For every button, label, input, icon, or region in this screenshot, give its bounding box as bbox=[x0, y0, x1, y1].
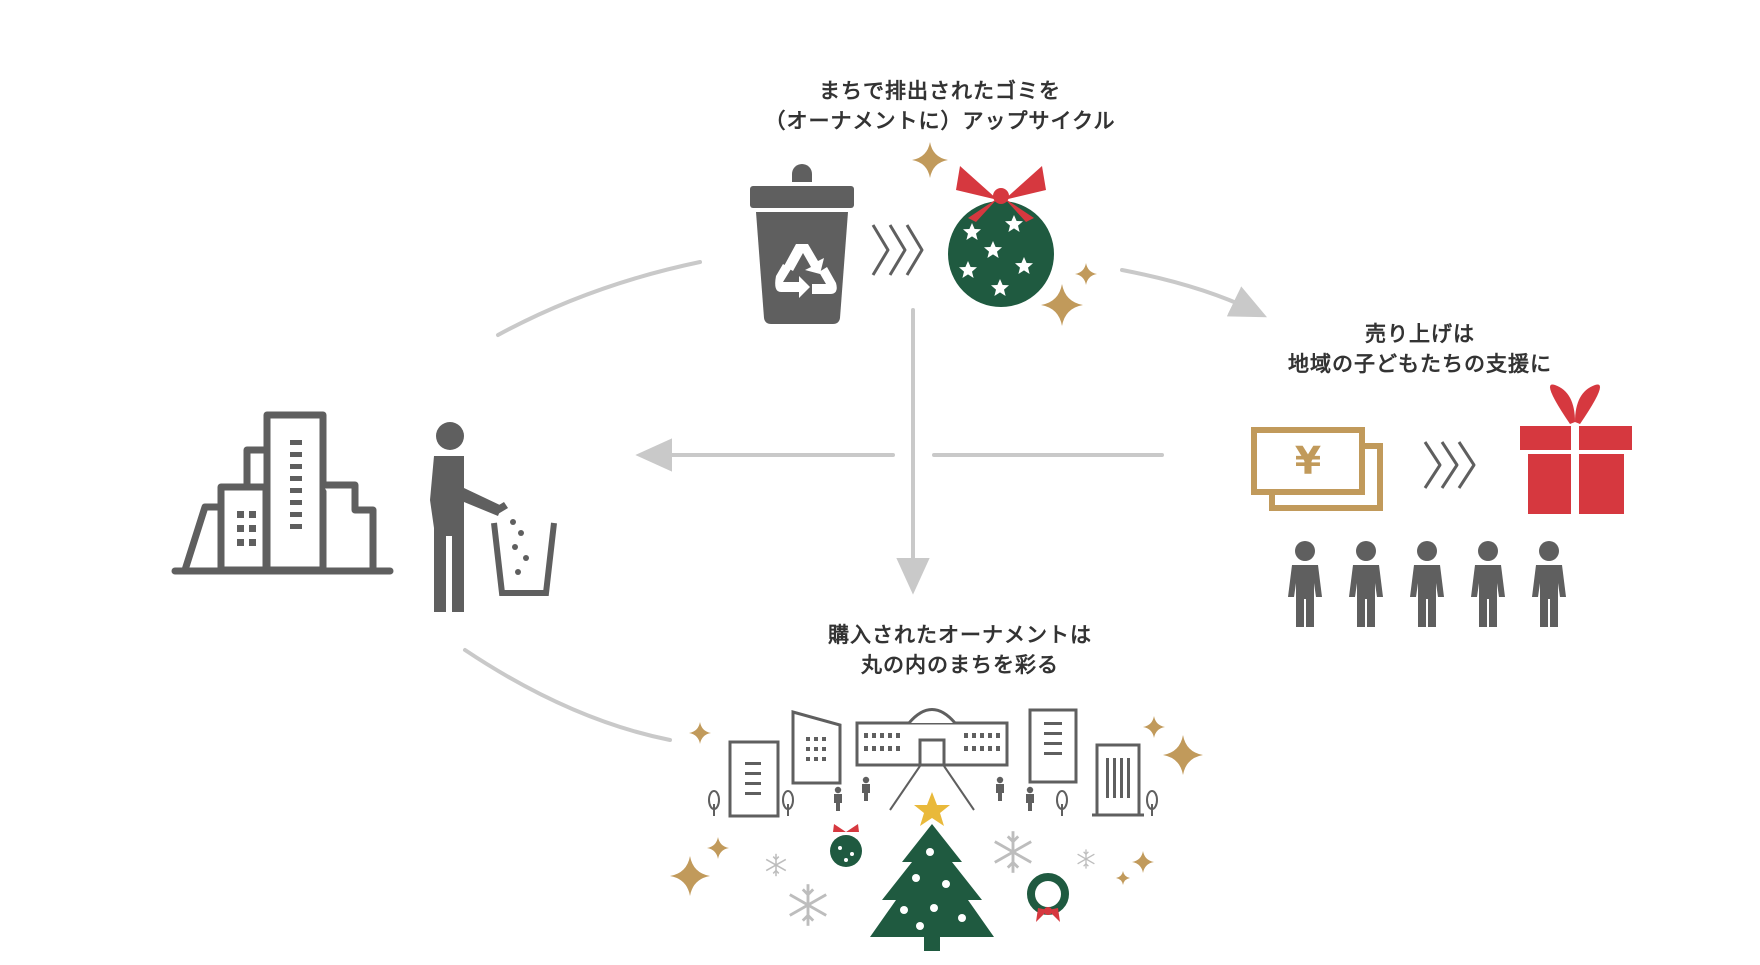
connector-upper-left-arc bbox=[496, 260, 702, 337]
yen-bills-icon: ¥ bbox=[1251, 427, 1383, 511]
gift-box-icon bbox=[1520, 384, 1632, 514]
label-upcycle-line2: （オーナメントに）アップサイクル bbox=[764, 109, 1116, 133]
trash-bin-outline bbox=[491, 522, 557, 596]
building-right-tall bbox=[1095, 743, 1141, 817]
townscape-icon bbox=[708, 708, 1158, 818]
label-sales: 売り上げは 地域の子どもたちの支援に bbox=[1240, 319, 1600, 379]
flow-arrows bbox=[463, 260, 1268, 742]
label-purchase: 購入されたオーナメントは 丸の内のまちを彩る bbox=[730, 620, 1190, 680]
building-left bbox=[728, 740, 780, 818]
road-lines bbox=[889, 765, 975, 811]
chevrons-right-icon bbox=[1423, 441, 1476, 489]
label-purchase-line2: 丸の内のまちを彩る bbox=[861, 653, 1059, 677]
children-group-icon bbox=[1288, 541, 1566, 627]
city-buildings-icon bbox=[171, 411, 394, 575]
label-purchase-line1: 購入されたオーナメントは bbox=[828, 623, 1092, 647]
label-sales-line2: 地域の子どもたちの支援に bbox=[1288, 352, 1552, 376]
chevrons-right-icon bbox=[871, 224, 924, 276]
arrow-to-sales bbox=[1120, 268, 1268, 318]
trash-bin-icon bbox=[750, 164, 854, 324]
recycle-icon bbox=[775, 244, 837, 298]
christmas-tree-icon bbox=[870, 792, 994, 951]
tokyo-station-icon bbox=[855, 708, 1009, 767]
label-upcycle: まちで排出されたゴミを （オーナメントに）アップサイクル bbox=[690, 76, 1190, 136]
building-right bbox=[1028, 708, 1078, 784]
ornament-ball-icon bbox=[830, 824, 862, 867]
person-throwing-trash-icon bbox=[430, 422, 557, 612]
ribbon-bow bbox=[956, 166, 1046, 222]
yen-symbol: ¥ bbox=[1295, 439, 1321, 483]
connector-lower-left-arc bbox=[463, 648, 672, 742]
ornament-ball-icon bbox=[948, 166, 1054, 307]
label-sales-line1: 売り上げは bbox=[1365, 322, 1475, 346]
wreath-icon bbox=[1027, 873, 1069, 922]
label-upcycle-line1: まちで排出されたゴミを bbox=[819, 79, 1061, 103]
